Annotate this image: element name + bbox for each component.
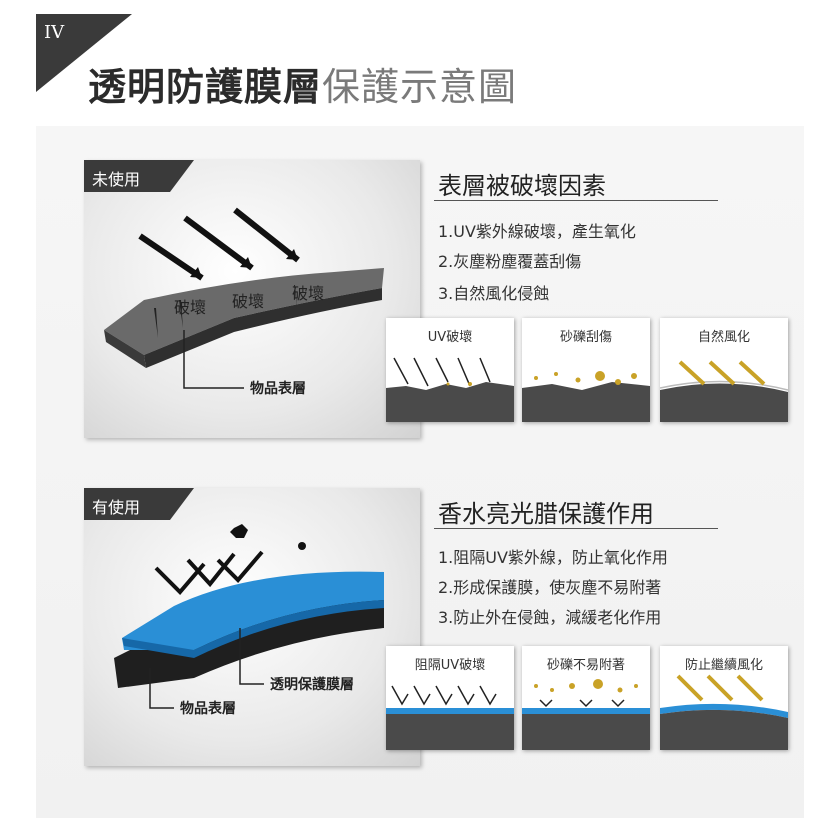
unused-item-1: 1.UV紫外線破壞，產生氧化 (438, 222, 636, 241)
unused-tag-bg (84, 160, 194, 192)
used-heading: 香水亮光腊保護作用 (438, 500, 654, 528)
unused-illustration: 未使用 破壞 破壞 破壞 物品表層 (84, 160, 420, 438)
page-title: 透明防護膜層保護示意圖 (88, 56, 517, 111)
roman-numeral: IV (44, 22, 65, 43)
used-item-1: 1.阻隔UV紫外線，防止氧化作用 (438, 548, 668, 567)
used-surface-callout: 物品表層 (180, 701, 236, 717)
damage-label-1: 破壞 (174, 298, 207, 317)
used-surface-drawing (114, 524, 384, 709)
panel-stop-weathering: 防止繼續風化 (660, 646, 788, 750)
page-title-light: 保護示意圖 (322, 65, 518, 109)
unused-tag: 未使用 (92, 170, 141, 189)
damage-label-2: 破壞 (232, 292, 265, 311)
stop-weathering-drawing (660, 674, 788, 750)
panel-grit-scratch: 砂礫刮傷 (522, 318, 650, 422)
used-item-2: 2.形成保護膜，使灰塵不易附著 (438, 578, 662, 597)
used-illustration: 有使用 透明保護膜層 物品表層 (84, 488, 420, 766)
damage-label-3: 破壞 (292, 284, 325, 303)
roman-numeral-tab (36, 14, 132, 92)
uv-damage-drawing (386, 357, 514, 422)
unused-item-2: 2.灰塵粉塵覆蓋刮傷 (438, 252, 582, 271)
panel-block-uv-label: 阻隔UV破壞 (414, 658, 486, 673)
panel-uv-damage-label: UV破壞 (427, 330, 473, 345)
panel-weathering: 自然風化 (660, 318, 788, 422)
unused-surface-drawing (104, 207, 384, 389)
unused-heading-underline (434, 200, 718, 201)
panel-stop-weathering-label: 防止繼續風化 (684, 658, 763, 673)
used-tag-bg (84, 488, 194, 520)
unused-heading: 表層被破壞因素 (438, 172, 606, 200)
used-tag: 有使用 (92, 498, 141, 517)
panel-weathering-label: 自然風化 (697, 330, 750, 345)
panel-grit-scratch-label: 砂礫刮傷 (559, 330, 612, 345)
grit-scratch-drawing (522, 371, 650, 422)
film-callout: 透明保護膜層 (270, 677, 354, 693)
used-item-3: 3.防止外在侵蝕，減緩老化作用 (438, 608, 662, 627)
surface-callout: 物品表層 (250, 381, 306, 397)
unused-item-3: 3.自然風化侵蝕 (438, 284, 550, 303)
weathering-drawing (660, 360, 788, 422)
panel-grit-not-stick-label: 砂礫不易附著 (546, 658, 625, 673)
panel-uv-damage: UV破壞 (386, 318, 514, 422)
used-heading-underline (434, 528, 718, 529)
panel-block-uv: 阻隔UV破壞 (386, 646, 514, 750)
block-uv-drawing (386, 685, 514, 750)
page-title-bold: 透明防護膜層 (88, 65, 323, 109)
grit-not-stick-drawing (522, 679, 650, 750)
panel-grit-not-stick: 砂礫不易附著 (522, 646, 650, 750)
